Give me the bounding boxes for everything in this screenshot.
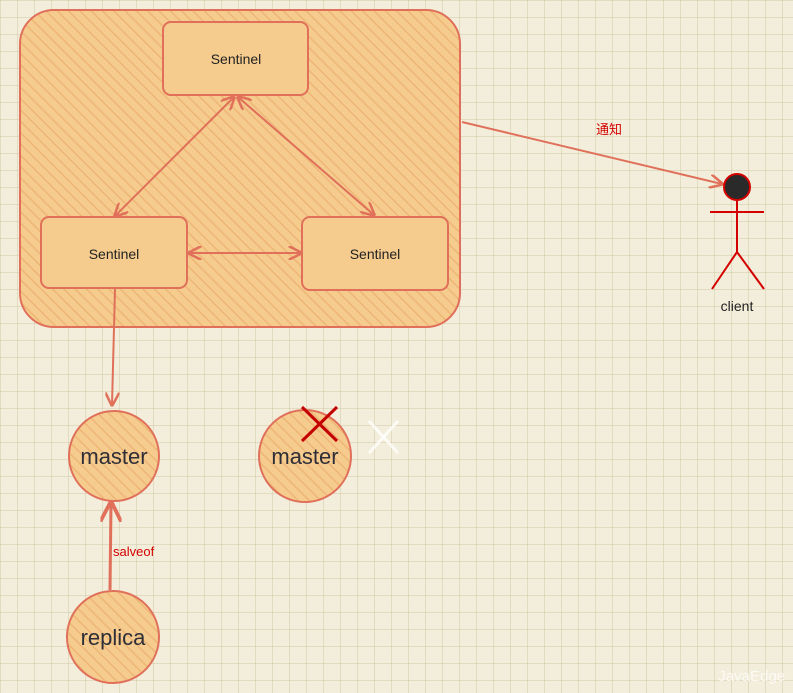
watermark-text: JavaEdge: [718, 668, 785, 685]
replica-node: replica: [66, 590, 160, 684]
notify-label: 通知: [596, 122, 622, 137]
failure-cross-icon: [300, 405, 339, 443]
sentinel-right-label: Sentinel: [350, 246, 401, 262]
faded-cross-icon: [367, 419, 400, 455]
edge-replica-master: [110, 503, 111, 591]
master-label: master: [80, 444, 147, 469]
sentinel-node-left: Sentinel: [40, 216, 188, 289]
edge-notify: [461, 121, 722, 184]
replicaof-label: salveof: [113, 544, 155, 559]
sentinel-top-label: Sentinel: [211, 51, 262, 67]
client-label: client: [721, 298, 754, 314]
replica-label: replica: [81, 625, 147, 650]
sentinel-node-top: Sentinel: [162, 21, 309, 96]
failed-master-node: master: [258, 409, 352, 503]
client-actor: [710, 173, 765, 290]
failed-master-label: master: [271, 444, 338, 469]
edge-sentinel-master: [112, 288, 115, 405]
edge-top-left: [115, 97, 234, 216]
master-node: master: [68, 410, 160, 502]
sentinel-left-label: Sentinel: [89, 246, 140, 262]
edge-top-right: [238, 97, 374, 215]
sentinel-node-right: Sentinel: [301, 216, 449, 291]
